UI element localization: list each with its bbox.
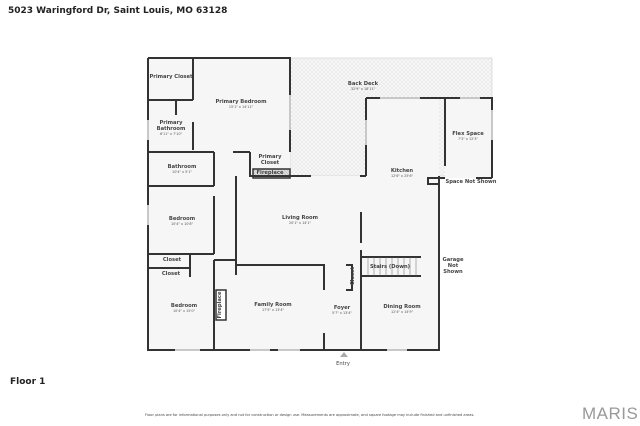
- room-name: Primary Bathroom: [156, 120, 186, 133]
- room-name: Bedroom: [170, 303, 198, 310]
- fireplace-2-box: [215, 289, 227, 321]
- floor-label: Floor 1: [10, 377, 46, 387]
- room-name: Back Deck: [347, 81, 379, 88]
- room-dims: 7'3" x 12'3": [458, 137, 478, 142]
- room-name: Family Room: [254, 302, 292, 309]
- room-fireplace-1: Fireplace: [256, 170, 284, 177]
- room-name: Closet: [162, 257, 182, 264]
- room-dims: 5'7" x 13'4": [332, 311, 352, 316]
- room-name: Bedroom: [168, 216, 196, 223]
- entry-label: Entry: [336, 361, 350, 368]
- address-title: 5023 Waringford Dr, Saint Louis, MO 6312…: [8, 6, 228, 16]
- room-name: Fireplace: [217, 291, 224, 319]
- room-closet-3: Closet: [350, 266, 357, 286]
- disclaimer: Floor plans are for informational purpos…: [145, 413, 475, 417]
- room-stairs: Stairs (Down): [369, 264, 411, 271]
- room-name: Dining Room: [383, 304, 421, 311]
- room-name: Garage Not Shown: [442, 257, 464, 275]
- room-primary-closet: Primary Closet: [149, 74, 193, 81]
- room-name: Primary Closet: [258, 154, 282, 166]
- room-closet-1: Closet: [162, 257, 182, 264]
- room-name: Entry: [336, 361, 350, 368]
- room-dims: 10'4" x 10'8": [170, 222, 194, 227]
- room-name: Space Not Shown: [445, 179, 497, 186]
- room-name: Living Room: [282, 215, 318, 222]
- room-dims: 6'11" x 7'10": [159, 132, 183, 137]
- fireplace-1-hatch: [252, 168, 291, 179]
- room-dims: 17'5" x 13'4": [261, 308, 285, 313]
- room-name: Foyer: [333, 305, 351, 312]
- windows: [147, 95, 493, 351]
- room-dims: 20'1" x 14'1": [288, 221, 312, 226]
- room-dims: 15'1" x 14'11": [228, 105, 254, 110]
- room-name: Primary Bedroom: [215, 99, 267, 106]
- room-name: Flex Space: [452, 131, 484, 138]
- stair-treads: [367, 257, 417, 276]
- room-name: Closet: [350, 266, 357, 286]
- room-name: Closet: [161, 271, 181, 278]
- maris-logo: MARIS: [582, 404, 639, 423]
- room-garage: Garage Not Shown: [442, 257, 464, 276]
- room-dims: 32'9" x 18'11": [350, 87, 376, 92]
- room-name: Kitchen: [390, 168, 414, 175]
- room-dims: 10'4" x 15'0": [172, 309, 196, 314]
- room-fireplace-2: Fireplace: [217, 291, 224, 319]
- room-dims: 12'4" x 14'9": [390, 310, 414, 315]
- room-name: Fireplace: [256, 170, 284, 177]
- room-primary-closet-2: Primary Closet: [254, 154, 286, 167]
- room-dims: 10'4" x 5'1": [172, 170, 192, 175]
- room-name: Primary Closet: [149, 74, 193, 81]
- room-name: Stairs (Down): [369, 264, 411, 271]
- room-dims: 12'6" x 25'6": [390, 174, 414, 179]
- room-name: Bathroom: [167, 164, 197, 171]
- room-space-not-shown: Space Not Shown: [445, 179, 497, 186]
- entry-arrow-icon: [340, 352, 348, 357]
- room-closet-2: Closet: [161, 271, 181, 278]
